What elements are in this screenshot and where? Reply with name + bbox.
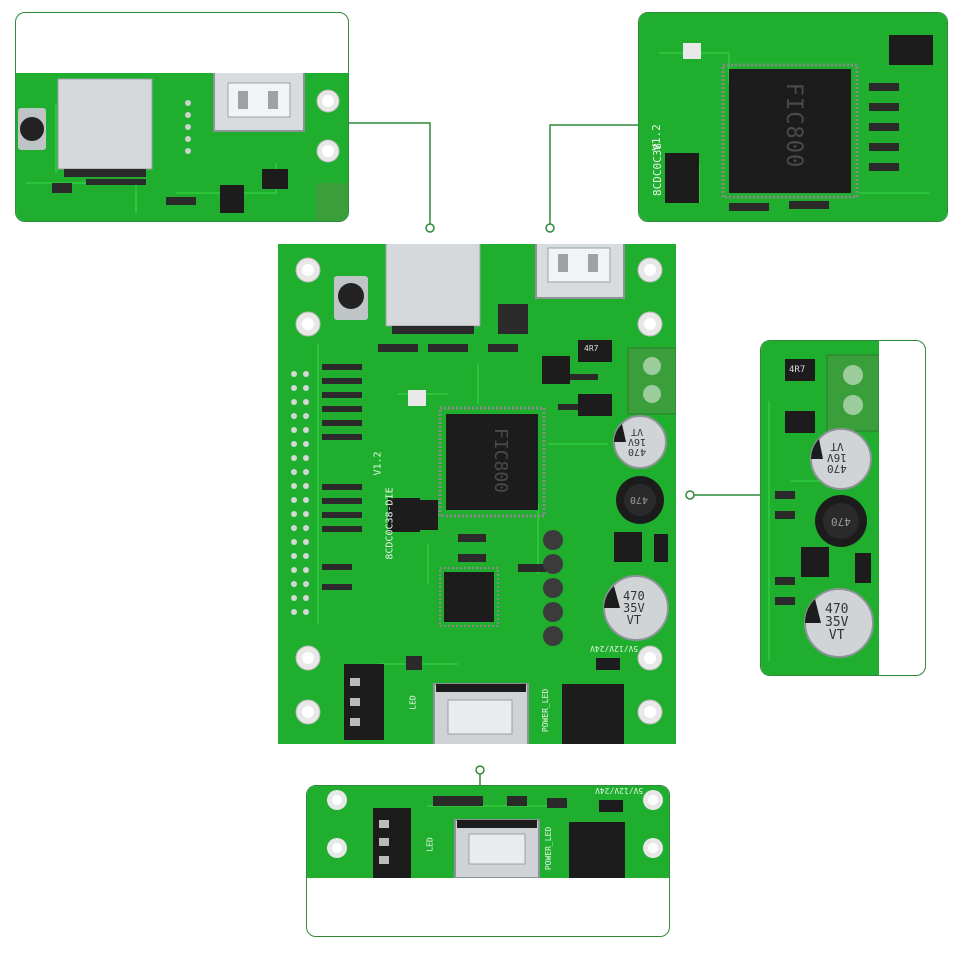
inset-io-board: POWER_LED LED 5V/12V/24V [307, 786, 669, 878]
inset-version: V1.2 [649, 124, 663, 151]
capacitor-16v [810, 428, 872, 490]
main-soc-chip [438, 406, 546, 518]
usb-port [213, 73, 305, 132]
inset-main-chip: FIC800 8CDC0C38 V1.2 [638, 12, 948, 222]
inset-sd-usb-board [16, 73, 348, 221]
main-inductor-text: 470 [630, 494, 649, 505]
main-power-label: 5V/12V/24V [590, 644, 639, 653]
sd-card-slot [57, 78, 153, 177]
inset-rgb-label: LED [425, 837, 435, 852]
main-audio-jack [344, 664, 384, 740]
audio-jack [373, 808, 411, 878]
screw-terminal [826, 354, 879, 432]
inset-main-chip-board: FIC800 8CDC0C38 V1.2 [639, 13, 947, 221]
main-rgb-label: LED [408, 695, 418, 710]
inset-chip-label: FIC800 [781, 82, 807, 169]
main-silk-code: 8CDC0C38-DIE [384, 487, 396, 560]
main-processor-chip [721, 63, 859, 199]
main-screw-terminal [627, 347, 676, 415]
inset-dip-label: POWER_LED [544, 826, 554, 871]
inset-io-ports: POWER_LED LED 5V/12V/24V [306, 785, 670, 937]
inset-power-label: 5V/12V/24V [595, 786, 644, 795]
inset-sd-usb [15, 12, 349, 222]
inset-silk-code: 8CDC0C38 [650, 143, 664, 196]
ir-receiver [18, 108, 46, 150]
main-ir-receiver [334, 276, 368, 320]
main-dip-label: POWER_LED [541, 688, 551, 733]
inset-inductor-text: 470 [831, 515, 851, 528]
capacitor-35v [804, 588, 874, 658]
inductor [815, 495, 867, 547]
main-dc-jack [562, 684, 624, 744]
main-chip-label: FIC800 [490, 427, 512, 494]
hdmi-port [454, 819, 540, 878]
main-capacitor-35v [603, 575, 669, 641]
secondary-chip [439, 567, 499, 627]
main-sd-slot [385, 244, 481, 334]
main-capacitor-16v [613, 415, 667, 469]
main-hdmi-port [433, 683, 529, 744]
gpio-header [291, 371, 309, 615]
main-inductor [616, 476, 664, 524]
inset-resistor-text: 4R7 [789, 365, 806, 375]
main-version: V1.2 [372, 451, 384, 476]
main-usb-port [535, 244, 625, 299]
main-resistor-text: 4R7 [584, 344, 599, 353]
dc-power-jack [569, 822, 625, 878]
